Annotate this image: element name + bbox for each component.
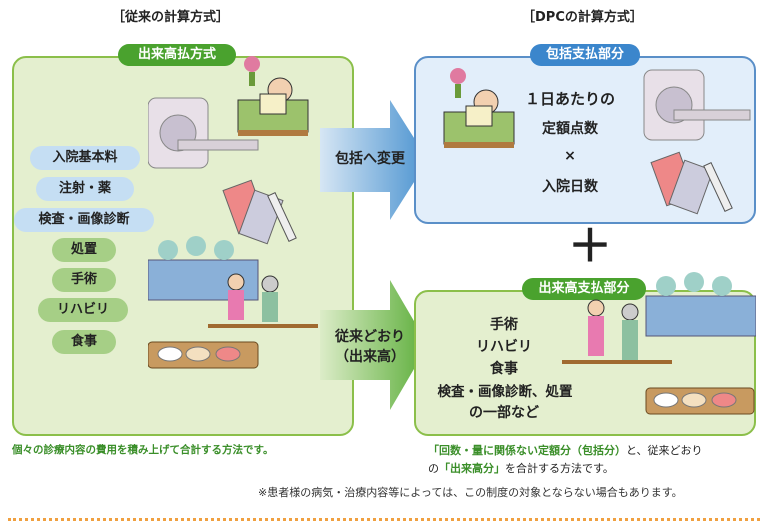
plus-sign: ＋ [568,221,612,272]
surgery-team-icon [645,272,756,337]
comprehensive-badge: 包括支払部分 [530,44,640,66]
left-footnote: 個々の診療内容の費用を積み上げて合計する方法です。 [12,444,274,456]
arrow-to-comprehensive [320,100,428,220]
list-item-rehabilitation: リハビリ [38,298,128,322]
arrow-top-label: 包括へ変更 [335,151,405,167]
dotted-divider [8,518,760,521]
patient-bed-icon [443,68,515,148]
list-item-meals: 食事 [52,330,116,354]
per-day-text: １日あたりの [524,90,615,108]
meal-tray-icon [148,341,259,369]
ct-scanner-icon [643,69,751,141]
days-text: 入院日数 [542,179,598,195]
rehabilitation-icon [208,273,318,328]
medicine-icon [222,179,297,245]
fee-for-service-part-badge: 出来高支払部分 [522,278,646,300]
fee-item-rehabilitation: リハビリ [476,339,532,355]
fee-item-partial: の一部など [469,405,539,421]
multiply-sign: × [564,148,576,164]
note-comprehensive-part: 「回数・量に関係ない定額分（包括分） [428,444,626,457]
fee-item-tests-treatment: 検査・画像診断、処置 [437,384,573,400]
disclaimer: ※患者様の病気・治療内容等によっては、この制度の対象とならない場合もあります。 [258,486,683,499]
note-fee-part: 「出来高分」 [439,462,505,475]
fee-item-surgery: 手術 [490,317,518,333]
list-item-admission-fee: 入院基本料 [30,146,140,170]
fee-item-meals: 食事 [490,361,518,377]
right-bottom-illustrations [562,272,756,415]
arrow-bottom-label-2: （出来高） [335,349,405,365]
right-note-line2: の「出来高分」を合計する方法です。 [428,460,768,476]
list-item-surgery: 手術 [52,268,116,292]
note-text-c: を合計する方法です。 [505,462,614,475]
right-top-illustrations [443,68,751,215]
medicine-icon [650,151,733,215]
list-item-tests-imaging: 検査・画像診断 [14,208,154,232]
list-item-treatment: 処置 [52,238,116,262]
right-heading: ［DPCの計算方式］ [522,10,643,25]
list-item-injection-medicine: 注射・薬 [36,177,134,201]
meal-tray-icon [645,387,755,415]
left-heading: ［従来の計算方式］ [112,10,230,25]
arrow-to-fee-for-service [320,280,428,410]
patient-bed-icon [237,56,309,136]
rehabilitation-icon [562,299,672,364]
right-note-line1: 「回数・量に関係ない定額分（包括分）と、従来どおり [428,442,768,458]
left-illustrations [148,56,318,369]
fixed-points-text: 定額点数 [542,121,598,137]
ct-scanner-icon [148,97,259,169]
note-text-b: の [428,462,439,475]
note-text-a: と、従来どおり [626,444,703,457]
arrow-bottom-label-1: 従来どおり [335,329,405,345]
fee-for-service-badge: 出来高払方式 [118,44,236,66]
